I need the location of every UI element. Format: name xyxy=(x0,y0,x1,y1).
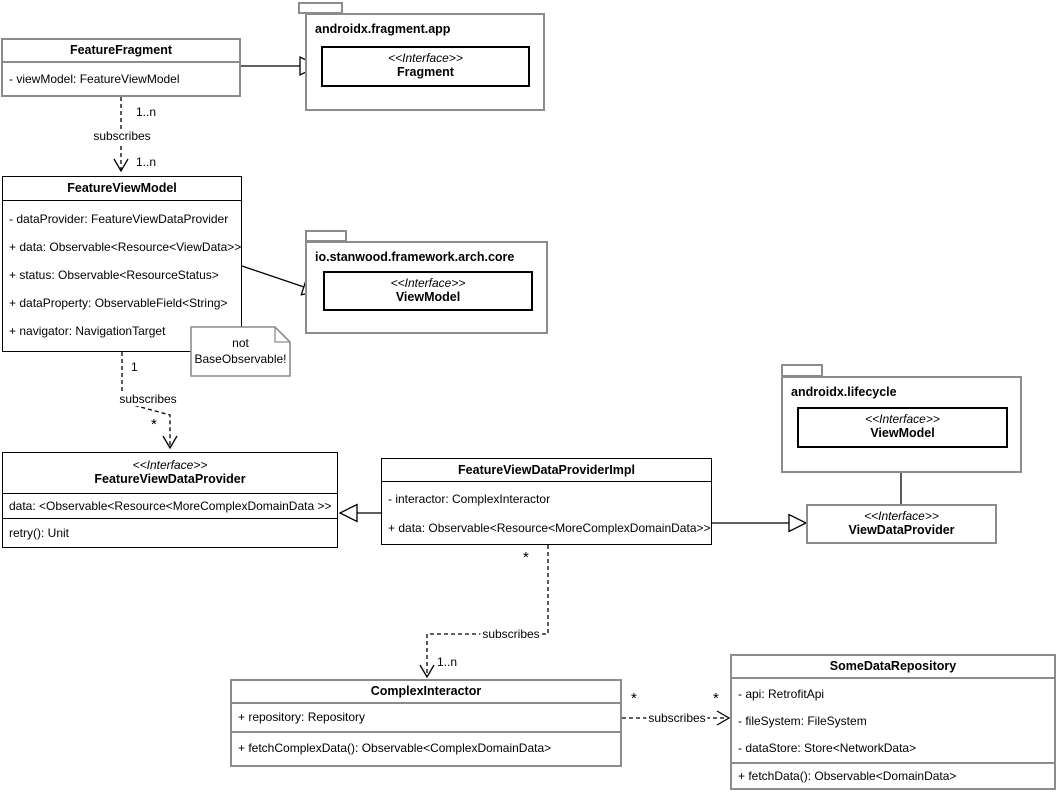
attribute: + dataProperty: ObservableField<String> xyxy=(9,296,228,310)
edge-label-subscribes: subscribes xyxy=(646,711,708,725)
stereotype-label: <<Interface>> xyxy=(132,458,208,472)
attribute: - interactor: ComplexInteractor xyxy=(388,492,551,506)
compartment-divider xyxy=(232,731,620,733)
package-androidx-fragment-app[interactable]: androidx.fragment.app <<Interface>> Frag… xyxy=(305,13,545,111)
interface-feature-view-data-provider[interactable]: <<Interface>> FeatureViewDataProvider da… xyxy=(2,452,338,548)
attribute: - viewModel: FeatureViewModel xyxy=(9,72,180,86)
class-complex-interactor[interactable]: ComplexInteractor + repository: Reposito… xyxy=(230,679,622,767)
multiplicity-label: 1..n xyxy=(134,155,159,169)
package-name: androidx.lifecycle xyxy=(791,385,897,399)
method: + fetchComplexData(): Observable<Complex… xyxy=(238,741,552,755)
class-feature-view-data-provider-impl[interactable]: FeatureViewDataProviderImpl - interactor… xyxy=(381,458,712,545)
class-title: FeatureViewDataProviderImpl xyxy=(458,463,635,477)
attribute: - dataStore: Store<NetworkData> xyxy=(738,741,917,755)
note-text: not BaseObservable! xyxy=(194,336,287,366)
edge-label-subscribes: subscribes xyxy=(91,129,153,143)
interface-name: Fragment xyxy=(397,65,454,79)
attribute: + repository: Repository xyxy=(238,710,366,724)
compartment-divider xyxy=(732,762,1054,764)
attribute: + data: Observable<Resource<ViewData>> xyxy=(9,240,242,254)
class-title: ComplexInteractor xyxy=(370,684,482,698)
package-io-stanwood-framework-arch-core[interactable]: io.stanwood.framework.arch.core <<Interf… xyxy=(305,241,548,334)
class-some-data-repository[interactable]: SomeDataRepository - api: RetrofitApi - … xyxy=(730,654,1056,790)
multiplicity-label: 1..n xyxy=(134,105,159,119)
edge-impl-realizes-featureviewdataprovider[interactable] xyxy=(338,503,381,523)
multiplicity-label: 1 xyxy=(129,360,140,374)
class-title: FeatureFragment xyxy=(69,43,173,57)
stereotype-label: <<Interface>> xyxy=(388,51,463,65)
edge-label-subscribes: subscribes xyxy=(480,627,542,641)
edge-label-subscribes: subscribes xyxy=(117,392,179,406)
compartment-divider xyxy=(3,493,337,494)
multiplicity-label: * xyxy=(149,416,159,433)
method: + fetchData(): Observable<DomainData> xyxy=(738,769,957,783)
attribute: + data: Observable<Resource<MoreComplexD… xyxy=(388,521,711,535)
multiplicity-label: * xyxy=(711,690,721,707)
attribute: - fileSystem: FileSystem xyxy=(738,714,867,728)
package-name: io.stanwood.framework.arch.core xyxy=(315,250,515,264)
compartment-divider xyxy=(3,200,241,201)
note-shape xyxy=(190,326,291,377)
interface-name: ViewDataProvider xyxy=(848,523,955,537)
edge-impl-realizes-viewdataprovider[interactable] xyxy=(712,513,808,533)
compartment-divider xyxy=(732,677,1054,679)
package-name: androidx.fragment.app xyxy=(315,22,451,36)
attribute: - dataProvider: FeatureViewDataProvider xyxy=(9,212,229,226)
interface-stanwood-viewmodel[interactable]: <<Interface>> ViewModel xyxy=(323,271,533,311)
interface-name: ViewModel xyxy=(395,290,461,304)
package-androidx-lifecycle[interactable]: androidx.lifecycle <<Interface>> ViewMod… xyxy=(781,376,1022,473)
attribute: + navigator: NavigationTarget xyxy=(9,324,166,338)
stereotype-label: <<Interface>> xyxy=(390,276,466,290)
attribute: data: <Observable<Resource<MoreComplexDo… xyxy=(9,499,332,513)
interface-view-data-provider[interactable]: <<Interface>> ViewDataProvider xyxy=(806,504,997,544)
method: retry(): Unit xyxy=(9,526,69,540)
multiplicity-label: * xyxy=(521,549,531,566)
multiplicity-label: * xyxy=(629,690,639,707)
compartment-divider xyxy=(232,702,620,704)
interface-name: ViewModel xyxy=(870,426,935,440)
interface-name: FeatureViewDataProvider xyxy=(94,472,246,486)
class-feature-fragment[interactable]: FeatureFragment - viewModel: FeatureView… xyxy=(1,38,241,97)
class-title: FeatureViewModel xyxy=(67,181,177,195)
attribute: + status: Observable<ResourceStatus> xyxy=(9,268,219,282)
compartment-divider xyxy=(382,481,711,482)
class-title: SomeDataRepository xyxy=(829,659,957,673)
stereotype-label: <<Interface>> xyxy=(865,412,940,426)
stereotype-label: <<Interface>> xyxy=(864,509,939,523)
interface-fragment[interactable]: <<Interface>> Fragment xyxy=(321,46,530,87)
interface-lifecycle-viewmodel[interactable]: <<Interface>> ViewModel xyxy=(797,407,1008,448)
compartment-divider xyxy=(3,518,337,519)
attribute: - api: RetrofitApi xyxy=(738,687,825,701)
compartment-divider xyxy=(3,61,239,63)
uml-note[interactable]: not BaseObservable! xyxy=(190,326,291,377)
class-feature-view-model[interactable]: FeatureViewModel - dataProvider: Feature… xyxy=(2,176,242,352)
multiplicity-label: 1..n xyxy=(435,655,460,669)
